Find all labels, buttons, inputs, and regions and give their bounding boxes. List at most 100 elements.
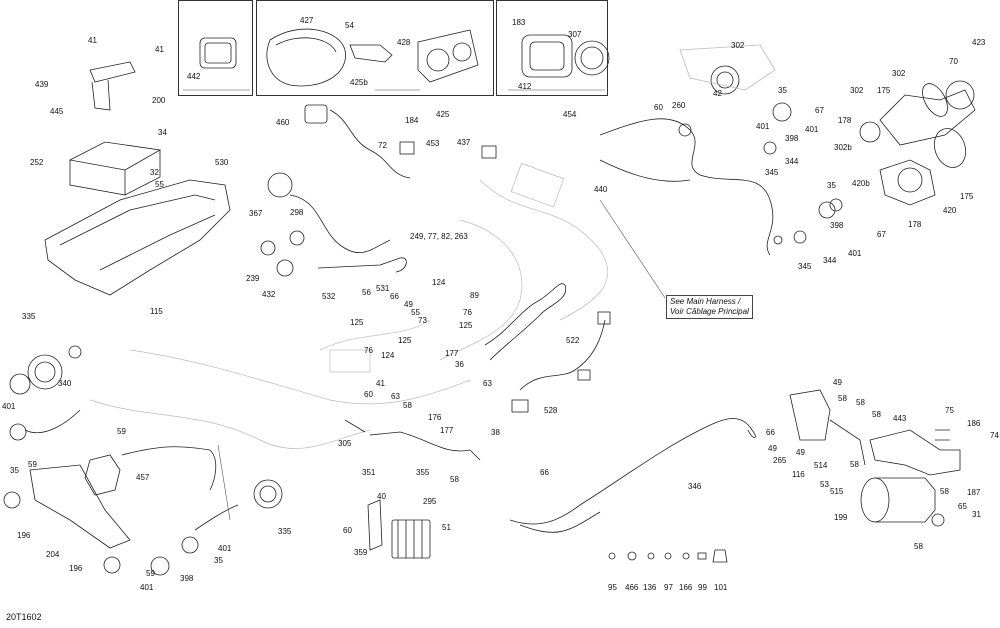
callout: 398 [180, 574, 194, 583]
callout: 425b [350, 78, 368, 87]
group-box-425 [256, 0, 494, 96]
headlamp-302-b [879, 80, 976, 146]
callout: 58 [403, 401, 412, 410]
callout: 367 [249, 209, 263, 218]
callout: 445 [50, 107, 64, 116]
callout: 49 [768, 444, 777, 453]
callout: 453 [426, 139, 440, 148]
callout: 72 [378, 141, 387, 150]
callout: 58 [914, 542, 923, 551]
callout: 124 [381, 351, 395, 360]
callout: 51 [442, 523, 451, 532]
gauge-307 [574, 40, 610, 76]
callout: 66 [766, 428, 775, 437]
callout: 196 [17, 531, 31, 540]
callout: 36 [455, 360, 464, 369]
callout: 34 [158, 128, 167, 137]
callout: 177 [440, 426, 454, 435]
callout: 295 [423, 497, 437, 506]
callout: 425 [436, 110, 450, 119]
callout: 31 [972, 510, 981, 519]
callout: 63 [483, 379, 492, 388]
callout: 199 [834, 513, 848, 522]
lamp-335-right [253, 479, 283, 509]
connector-437 [481, 145, 497, 159]
callout: 99 [698, 583, 707, 592]
callout: 420 [943, 206, 957, 215]
bracket-359 [367, 499, 383, 551]
callout: 41 [155, 45, 164, 54]
callout: 344 [823, 256, 837, 265]
callout: 125 [459, 321, 473, 330]
callout: 58 [850, 460, 859, 469]
callout: 345 [798, 262, 812, 271]
callout: 66 [390, 292, 399, 301]
callout: 340 [58, 379, 72, 388]
callout: 252 [30, 158, 44, 167]
callout: 335 [22, 312, 36, 321]
callout: 183 [512, 18, 526, 27]
bracket-439 [89, 61, 136, 111]
callout: 76 [463, 308, 472, 317]
cover-427 [266, 28, 346, 87]
callout: 55 [155, 180, 164, 189]
main-harness-note: See Main Harness / Voir Câblage Principa… [666, 295, 753, 319]
callout: 65 [958, 502, 967, 511]
callout: 41 [88, 36, 97, 45]
callout: 58 [450, 475, 459, 484]
callout: 398 [785, 134, 799, 143]
callout: 60 [654, 103, 663, 112]
callout: 116 [792, 470, 805, 479]
callout: 401 [805, 125, 819, 134]
callout: 428 [397, 38, 411, 47]
callout: 522 [566, 336, 580, 345]
callout: 115 [150, 307, 163, 316]
callout: 32 [150, 168, 159, 177]
connector-528 [511, 399, 529, 413]
callout: 423 [972, 38, 986, 47]
cluster-425 [417, 29, 479, 83]
callout: 345 [765, 168, 779, 177]
callout: 196 [69, 564, 83, 573]
callout: 457 [136, 473, 150, 482]
callout: 439 [35, 80, 49, 89]
callout: 346 [688, 482, 702, 491]
callout: 76 [364, 346, 373, 355]
regulator-295 [391, 519, 431, 559]
callout: 355 [416, 468, 430, 477]
group-box-442 [178, 0, 253, 96]
callout: 454 [563, 110, 577, 119]
callout: 200 [152, 96, 166, 105]
callout: 265 [773, 456, 787, 465]
callout: 460 [276, 118, 290, 127]
callout: 420b [852, 179, 870, 188]
callout: 305 [338, 439, 352, 448]
callout: 53 [820, 480, 829, 489]
callout: 176 [428, 413, 442, 422]
callout: 55 [411, 308, 420, 317]
housing-302b [859, 121, 881, 143]
callout: 59 [146, 569, 155, 578]
callout: 35 [10, 466, 19, 475]
callout: 75 [945, 406, 954, 415]
callout: 73 [418, 316, 427, 325]
callout: 66 [540, 468, 549, 477]
callout: 42 [713, 89, 722, 98]
cap-401 [772, 102, 792, 122]
callout: 437 [457, 138, 471, 147]
callout: 40 [377, 492, 386, 501]
callout: 442 [187, 72, 201, 81]
callout: 351 [362, 468, 376, 477]
callout: 70 [949, 57, 958, 66]
callout: 401 [218, 544, 232, 553]
headlamp-302-a [679, 44, 776, 95]
callout: 427 [300, 16, 314, 25]
callout: 302b [834, 143, 852, 152]
callout: 56 [362, 288, 371, 297]
callout: 302 [731, 41, 745, 50]
small-parts [608, 549, 728, 563]
callout: 35 [778, 86, 787, 95]
callout: 528 [544, 406, 558, 415]
callout: 532 [322, 292, 336, 301]
